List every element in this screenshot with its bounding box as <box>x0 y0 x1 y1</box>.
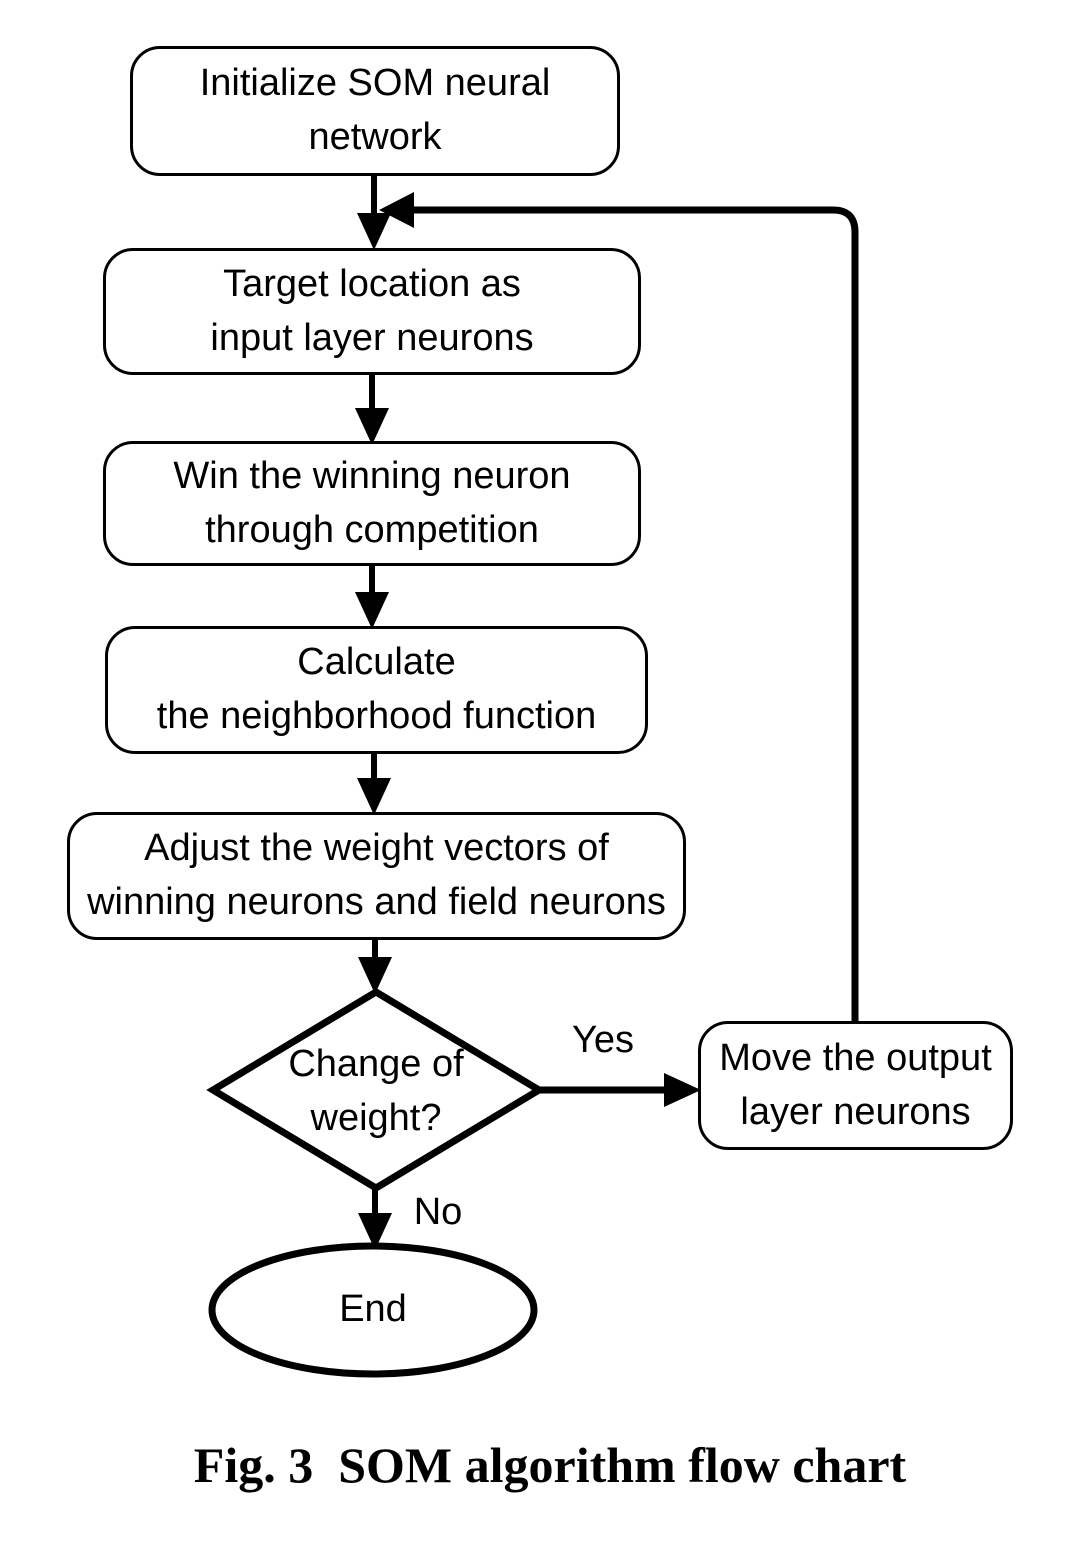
node-decision-text-line1: Change of <box>288 1043 464 1085</box>
arrowhead-into-win <box>355 408 389 445</box>
arrowhead-yes-into-move <box>664 1073 701 1107</box>
arrowhead-into-decision <box>358 957 392 994</box>
node-decision-shape <box>206 987 546 1193</box>
node-initialize-som-line1: Initialize SOM neural <box>199 62 551 105</box>
node-initialize-som: Initialize SOM neural network <box>130 46 620 176</box>
node-decision-text: Change of weight? <box>246 1038 506 1146</box>
node-move-output-neurons-line2: layer neurons <box>740 1090 971 1133</box>
node-move-output-neurons: Move the output layer neurons <box>698 1021 1013 1150</box>
node-winning-neuron: Win the winning neuron through competiti… <box>103 441 641 566</box>
node-neighborhood-function-line1: Calculate <box>297 641 456 684</box>
node-adjust-weights: Adjust the weight vectors of winning neu… <box>67 812 686 940</box>
edge-feedback-loop-line <box>410 206 859 1021</box>
node-winning-neuron-line2: through competition <box>205 508 539 551</box>
node-target-location-line1: Target location as <box>223 262 521 305</box>
node-adjust-weights-line2: winning neurons and field neurons <box>87 881 666 923</box>
arrowhead-into-adjust <box>357 778 391 815</box>
node-adjust-weights-line1: Adjust the weight vectors of <box>144 827 609 870</box>
node-neighborhood-function: Calculate the neighborhood function <box>105 626 648 754</box>
edge-label-yes: Yes <box>572 1019 634 1061</box>
node-move-output-neurons-line1: Move the output <box>719 1036 992 1079</box>
node-winning-neuron-line1: Win the winning neuron <box>173 454 571 497</box>
node-target-location-line2: input layer neurons <box>210 316 534 359</box>
node-decision-text-line2: weight? <box>310 1096 442 1139</box>
arrowhead-into-calc <box>355 592 389 629</box>
node-end-text: End <box>339 1288 407 1330</box>
node-target-location: Target location as input layer neurons <box>103 248 641 375</box>
arrowhead-no-into-end <box>358 1213 392 1250</box>
figure-caption: Fig. 3 SOM algorithm flow chart <box>193 1437 907 1493</box>
node-initialize-som-line2: network <box>308 116 442 158</box>
node-end-shape <box>208 1242 538 1378</box>
arrowhead-into-input <box>357 213 391 250</box>
edge-label-no: No <box>413 1191 463 1233</box>
arrowhead-feedback-left <box>379 192 414 228</box>
node-neighborhood-function-line2: the neighborhood function <box>156 695 597 737</box>
